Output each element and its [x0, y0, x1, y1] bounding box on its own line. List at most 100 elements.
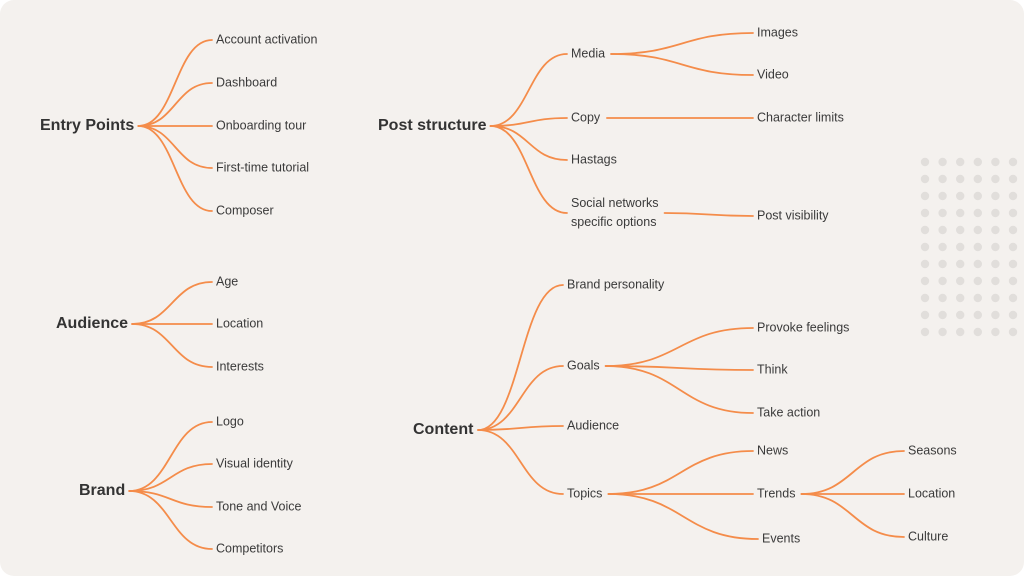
- connector-trends-seasons: [800, 450, 905, 495]
- decorative-dot: [938, 276, 947, 286]
- connector-audience-interests: [131, 323, 213, 368]
- node-tone-and-voice: Tone and Voice: [216, 499, 302, 513]
- connector-content-goals: [477, 365, 564, 431]
- decorative-dot: [1008, 310, 1018, 320]
- decorative-dot: [1008, 157, 1018, 167]
- decorative-dot: [920, 276, 930, 286]
- node-visual-identity: Visual identity: [216, 456, 294, 470]
- decorative-dot: [938, 327, 947, 337]
- decorative-dot: [1008, 276, 1018, 286]
- connector-audience-age: [131, 281, 213, 325]
- connector-content-topics: [477, 429, 564, 495]
- node-brand-personality: Brand personality: [567, 277, 665, 291]
- node-news: News: [757, 443, 788, 457]
- decorative-dot: [973, 242, 982, 252]
- decorative-dot: [973, 191, 982, 201]
- decorative-dot: [956, 225, 965, 235]
- node-account-activation: Account activation: [216, 32, 317, 46]
- node-media: Media: [571, 46, 605, 60]
- decorative-dot: [991, 276, 1000, 286]
- connector-entry-points-account-activation: [137, 39, 213, 127]
- decorative-dot: [973, 259, 982, 269]
- connector-lines: [128, 32, 905, 550]
- decorative-dot: [956, 208, 965, 218]
- root-entry-points: Entry Points: [40, 117, 134, 134]
- connector-post-structure-social-networks-specific-options: [489, 125, 568, 214]
- decorative-dot: [920, 225, 930, 235]
- decorative-dot: [920, 310, 930, 320]
- node-trends: Trends: [757, 486, 795, 500]
- decorative-dot: [956, 276, 965, 286]
- decorative-dot: [1008, 327, 1018, 337]
- node-provoke-feelings: Provoke feelings: [757, 320, 849, 334]
- connector-post-structure-hastags: [489, 125, 568, 161]
- decorative-dot: [1008, 242, 1018, 252]
- connector-media-video: [610, 53, 754, 76]
- decorative-dot: [991, 191, 1000, 201]
- decorative-dot: [991, 310, 1000, 320]
- connector-social-networks-specific-options-post-visibility: [663, 212, 754, 217]
- connector-goals-think: [604, 365, 754, 371]
- node-character-limits: Character limits: [757, 110, 844, 124]
- node-labels: Entry Points Account activationDashboardO…: [40, 25, 957, 555]
- node-age: Age: [216, 274, 238, 288]
- decorative-dot: [973, 174, 982, 184]
- node-seasons: Seasons: [908, 443, 957, 457]
- connector-entry-points-composer: [137, 125, 213, 212]
- decorative-dot: [938, 157, 947, 167]
- decorative-dot: [991, 208, 1000, 218]
- connector-topics-news: [607, 450, 754, 495]
- node-composer: Composer: [216, 203, 274, 217]
- decorative-dot: [956, 191, 965, 201]
- decorative-dot: [956, 157, 965, 167]
- decorative-dot: [938, 242, 947, 252]
- decorative-dot: [920, 157, 930, 167]
- decorative-dot: [1008, 259, 1018, 269]
- connector-brand-competitors: [128, 490, 213, 550]
- decorative-dot: [938, 208, 947, 218]
- decorative-dot: [973, 327, 982, 337]
- node-competitors: Competitors: [216, 541, 283, 555]
- decorative-dot: [938, 225, 947, 235]
- decorative-dot: [938, 191, 947, 201]
- decorative-dot: [973, 310, 982, 320]
- root-content: Content: [413, 421, 474, 438]
- decorative-dot: [938, 310, 947, 320]
- node-first-time-tutorial: First-time tutorial: [216, 160, 309, 174]
- decorative-dot: [956, 293, 965, 303]
- decorative-dot: [991, 174, 1000, 184]
- connector-entry-points-dashboard: [137, 82, 213, 127]
- decorative-dot: [1008, 293, 1018, 303]
- node-post-visibility: Post visibility: [757, 208, 829, 222]
- node-think: Think: [757, 362, 788, 376]
- decorative-dot: [956, 259, 965, 269]
- node-onboarding-tour: Onboarding tour: [216, 118, 306, 132]
- root-post-structure: Post structure: [378, 117, 487, 134]
- connector-brand-tone-and-voice: [128, 490, 213, 508]
- decorative-dot: [991, 259, 1000, 269]
- decorative-dot: [1008, 225, 1018, 235]
- root-brand: Brand: [79, 482, 125, 499]
- decorative-dot: [938, 174, 947, 184]
- decorative-dot: [956, 242, 965, 252]
- connector-trends-culture: [800, 493, 905, 538]
- decorative-dot: [920, 293, 930, 303]
- decorative-dot: [938, 259, 947, 269]
- decorative-dot: [991, 157, 1000, 167]
- node-dashboard: Dashboard: [216, 75, 277, 89]
- node-logo: Logo: [216, 414, 244, 428]
- decorative-dot: [991, 225, 1000, 235]
- decorative-dot: [956, 327, 965, 337]
- connector-content-brand-personality: [477, 284, 564, 431]
- decorative-dot: [938, 293, 947, 303]
- decorative-dot: [973, 208, 982, 218]
- node-video: Video: [757, 67, 789, 81]
- node-events: Events: [762, 531, 800, 545]
- node-location: Location: [216, 316, 263, 330]
- connector-entry-points-first-time-tutorial: [137, 125, 213, 169]
- connector-brand-logo: [128, 421, 213, 492]
- node-interests: Interests: [216, 359, 264, 373]
